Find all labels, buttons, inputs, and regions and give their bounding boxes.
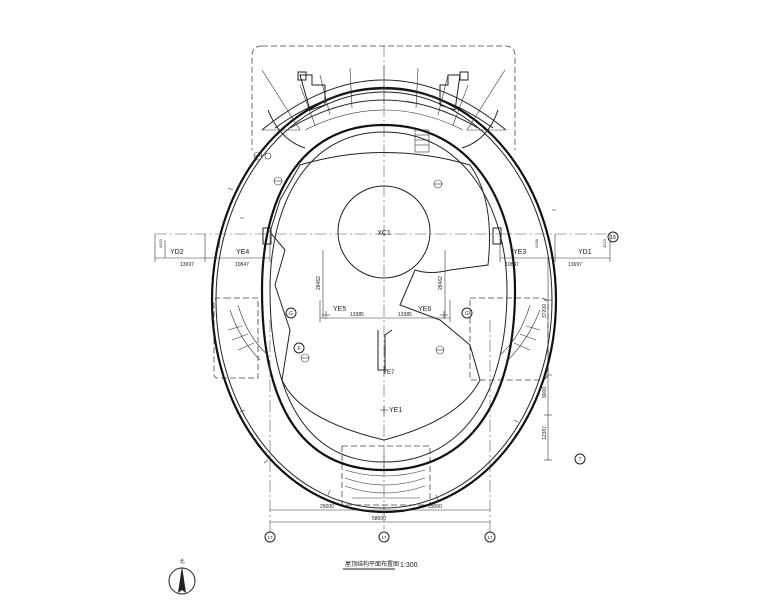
svg-text:F: F (297, 346, 300, 352)
detail-markers (253, 151, 445, 363)
dim-right-9000: 9000 (542, 387, 548, 398)
north-arrow: 北 (168, 558, 196, 595)
top-canopy-outline (251, 45, 516, 150)
dim-vert-left-28462: 28462 (316, 276, 322, 290)
svg-text:G: G (289, 311, 293, 317)
drawing-title: 屋顶结构平面布置图 (345, 560, 399, 568)
dim-mid-right-13385: 13385 (398, 312, 412, 318)
cross-markers (322, 311, 448, 414)
column-markers (262, 71, 502, 245)
inner-court-outline (269, 152, 490, 441)
label-yd1: YD1 (578, 249, 592, 256)
label-xc1: XC1 (377, 230, 391, 237)
label-ye4: YE4 (236, 249, 249, 256)
right-dim-lines (499, 234, 611, 461)
drawing-scale: 1:300 (400, 562, 418, 569)
grid-bubble-left-mid: G (285, 307, 297, 319)
right-stair-outline (469, 297, 549, 381)
label-yd2: YD2 (170, 249, 184, 256)
top-canopy-triangles (261, 69, 506, 131)
dim-right-10847: 10847 (505, 262, 519, 268)
top-right-wing (461, 109, 499, 149)
inner-court-channel (377, 329, 393, 371)
bottom-entry-outline (341, 445, 431, 506)
dim-bottom-58000: 58000 (372, 516, 386, 522)
grid-bubble-right-top: 18 (607, 231, 619, 243)
right-stair-ramp (499, 304, 541, 361)
dim-left-10847: 10847 (235, 262, 249, 268)
grid-bubble-right-mid: G (461, 307, 473, 319)
dim-left-13697: 13697 (180, 262, 194, 268)
grid-bubble-right-bottom: 7 (574, 453, 586, 465)
dim-mid-left-13385: 13385 (350, 312, 364, 318)
top-left-wing (267, 109, 306, 149)
label-ye5: YE5 (333, 306, 346, 313)
svg-text:G: G (465, 311, 469, 317)
label-ye3: YE3 (513, 249, 526, 256)
grid-bubble-bottom-mid: 17 (378, 531, 390, 543)
svg-text:17: 17 (267, 535, 273, 540)
svg-text:17: 17 (487, 535, 493, 540)
label-ye6: YE6 (418, 306, 431, 313)
svg-text:18: 18 (610, 235, 616, 241)
dim-vert-right-28462: 28462 (438, 276, 444, 290)
top-right-stair (439, 74, 461, 111)
grid-bubble-bottom-left: 17 (264, 531, 276, 543)
svg-text:17: 17 (381, 535, 387, 540)
dim-right-12387: 12387 (542, 426, 548, 440)
dim-right-4323: 4323 (602, 238, 607, 248)
dim-right-4158: 4158 (534, 238, 539, 248)
grid-bubble-left-f: F (293, 342, 305, 354)
dim-right-13697: 13697 (568, 262, 582, 268)
bottom-entry-stair (344, 455, 426, 499)
dim-right-37200: 37200 (542, 304, 548, 318)
north-label: 北 (179, 558, 184, 565)
grid-bubble-bottom-right: 17 (484, 531, 496, 543)
dim-bottom-29000-right: 29000 (428, 504, 442, 510)
left-dim-lines (154, 234, 271, 262)
bottom-dim-lines (270, 509, 490, 523)
top-left-stair (299, 74, 326, 111)
dim-left-4158: 4158 (216, 238, 221, 248)
middle-dim-lines (319, 250, 451, 322)
left-stair-ramp (227, 304, 269, 361)
stair-block-upper-right (414, 129, 430, 153)
label-ye1: YE1 (389, 407, 402, 414)
svg-text:7: 7 (579, 457, 582, 463)
ring-tick-marks (227, 187, 556, 501)
dim-left-4323: 4323 (158, 238, 163, 248)
dim-bottom-29000-left: 29000 (320, 504, 334, 510)
label-ye7: YE7 (383, 370, 395, 376)
